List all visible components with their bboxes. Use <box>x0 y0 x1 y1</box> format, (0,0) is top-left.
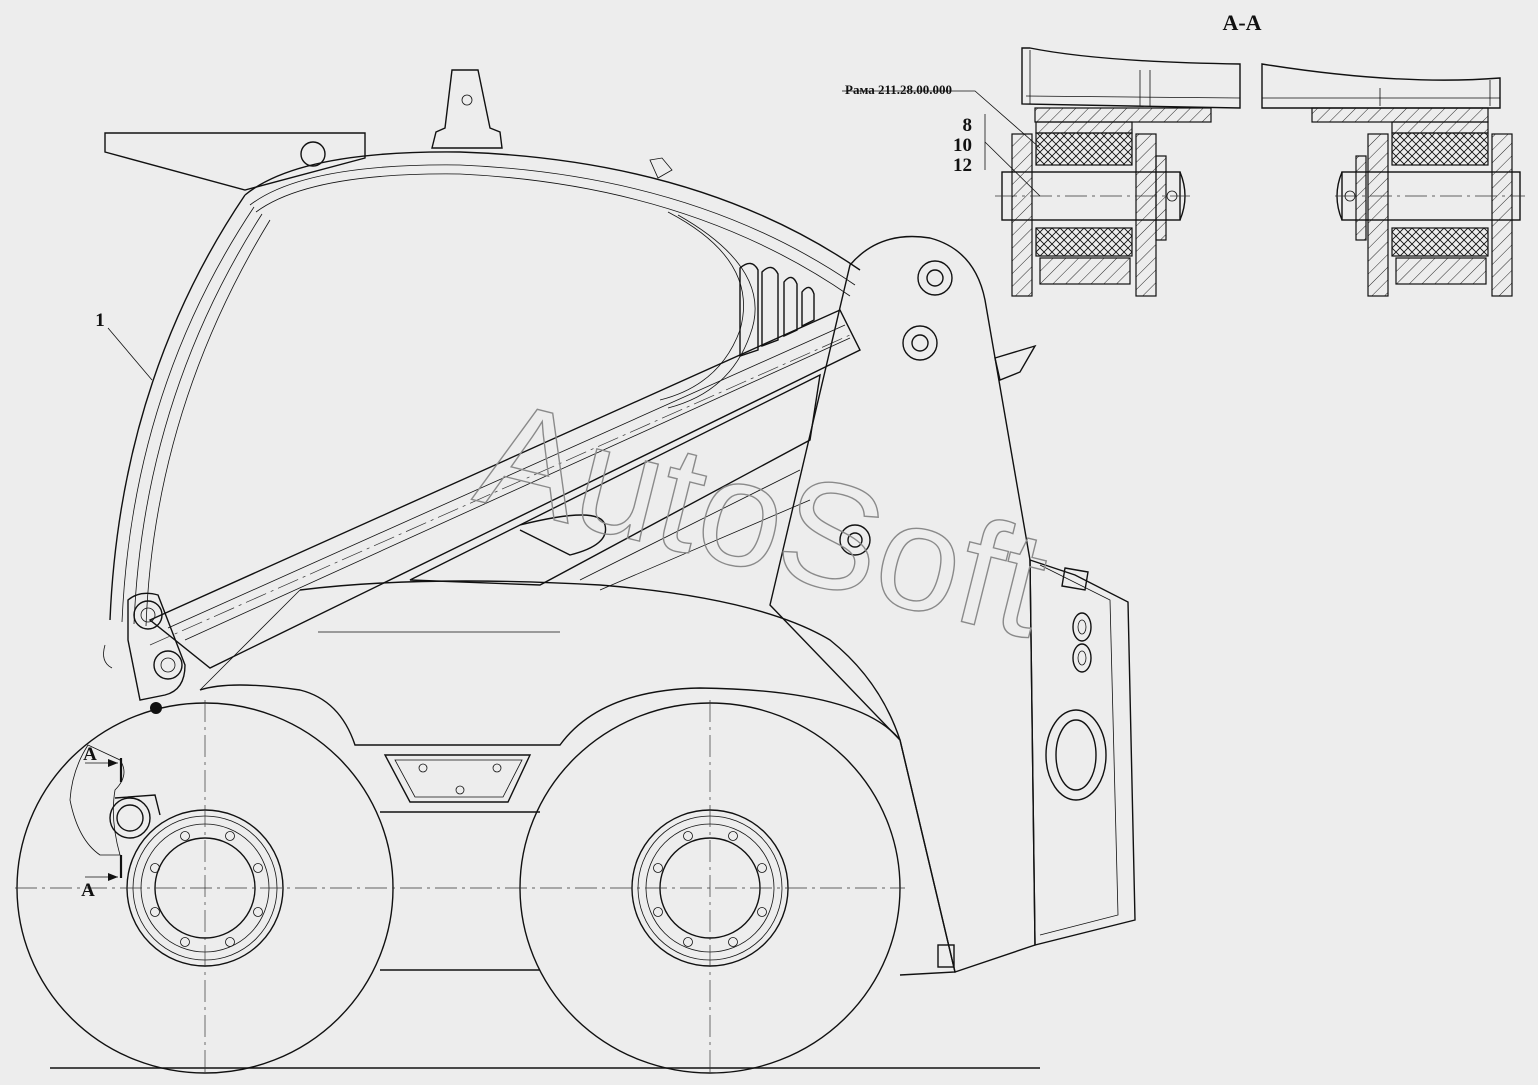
door-frame-line-3 <box>145 219 271 627</box>
underbody-step <box>383 754 532 803</box>
rear-cover-inner <box>1039 564 1119 936</box>
door-frame-line-1 <box>121 206 255 623</box>
rear-light-1 <box>1072 612 1092 642</box>
cab-roof-inner-2 <box>255 173 851 297</box>
section-rubber-upper-right <box>1391 132 1489 166</box>
section-base-right <box>1395 257 1487 285</box>
door-frame-line-2 <box>133 213 263 625</box>
tower-pin-1 <box>917 260 953 296</box>
vent-slots <box>739 262 815 357</box>
rear-glass-edge-2 <box>667 214 756 409</box>
body-fender <box>199 684 956 976</box>
pivot-bolt <box>150 702 162 714</box>
rear-cover-latch <box>1061 567 1089 591</box>
cab-roof-outer <box>244 151 861 271</box>
roof-latch <box>649 157 673 179</box>
front-wheel <box>16 700 394 1075</box>
section-title: А-А <box>1222 10 1261 35</box>
section-spacer-right <box>1391 121 1489 134</box>
leader-pos-1 <box>107 327 153 381</box>
section-cut-contour <box>69 744 125 856</box>
section-rubber-lower-right <box>1391 227 1489 257</box>
section-side-wall-left-a <box>1011 133 1033 297</box>
rear-cover <box>1029 559 1136 946</box>
side-view <box>15 69 1136 1075</box>
section-side-wall-right-a <box>1367 133 1389 297</box>
section-a-a <box>842 47 1525 297</box>
tower-pin-2 <box>902 325 938 361</box>
loader-arm-line-1 <box>167 324 846 629</box>
section-plate-left <box>1034 107 1212 123</box>
section-mark-bottom: А <box>81 880 95 901</box>
body-front-edge <box>199 589 301 691</box>
section-plate-right <box>1311 107 1489 123</box>
leader-pos-10-12 <box>984 141 1041 197</box>
section-cut-bracket <box>114 794 161 816</box>
rear-window-oval <box>1045 709 1107 801</box>
front-pivot-bracket <box>127 592 186 701</box>
cab-roof-inner-1 <box>249 164 856 286</box>
loader-arm <box>148 309 861 669</box>
beacon-lamp <box>431 69 503 149</box>
roof-visor <box>104 132 366 191</box>
section-spacer-left <box>1035 121 1133 134</box>
leader-frame-ref <box>842 90 1041 149</box>
position-8-label: 8 <box>963 115 973 136</box>
arm-cutout <box>519 514 607 556</box>
position-1-label: 1 <box>95 310 105 331</box>
tower-foot <box>937 944 955 968</box>
section-floor-left <box>1021 47 1241 109</box>
frame-reference-label: Рама 211.28.00.000 <box>845 82 952 97</box>
section-base-left <box>1039 257 1131 285</box>
watermark: AutoSoft <box>463 367 1062 669</box>
cylinder-rod-2 <box>599 499 811 591</box>
roof-light-hole <box>300 141 326 167</box>
loader-arm-line-2 <box>184 337 851 641</box>
pivot-pin-upper <box>133 600 163 630</box>
section-side-wall-left-b <box>1135 133 1157 297</box>
door-frame-outer <box>109 194 246 621</box>
pivot-pin-lower <box>153 650 183 680</box>
rear-light-2 <box>1072 643 1092 673</box>
section-floor-right <box>1261 63 1501 109</box>
beacon-lamp-screw <box>461 94 473 106</box>
section-rubber-lower-left <box>1035 227 1133 257</box>
section-cut-pin <box>109 797 151 839</box>
section-side-wall-right-b <box>1491 133 1513 297</box>
loader-arm-center <box>149 334 851 646</box>
rear-wheel <box>519 700 901 1075</box>
position-12-label: 12 <box>953 155 972 176</box>
body-upper-contour <box>299 580 901 741</box>
section-rubber-upper-left <box>1035 132 1133 166</box>
door-bottom-curve <box>103 644 113 669</box>
tower-mirror-bracket <box>994 344 1037 381</box>
tower-pin-3 <box>839 524 871 556</box>
section-mark-top: А <box>83 744 97 765</box>
cylinder-rod-1 <box>579 469 801 581</box>
lift-cylinder-body <box>409 373 821 586</box>
position-10-label: 10 <box>953 135 972 156</box>
